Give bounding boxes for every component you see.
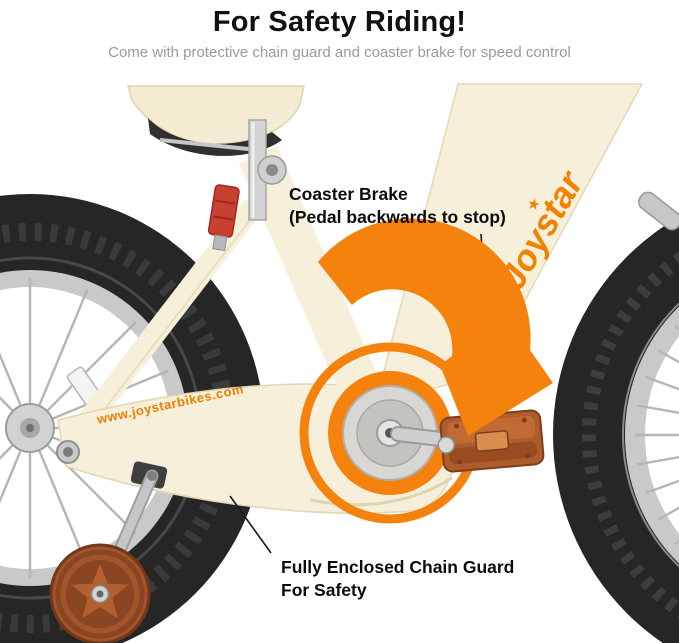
chain-guard-sublabel: For Safety [281,580,367,600]
front-tire-tread [582,251,679,619]
page-title: For Safety Riding! [212,6,467,38]
saddle-rail [159,138,259,152]
front-spokes [635,324,679,546]
chain-guard-label: Fully Enclosed Chain Guard [281,557,515,577]
header: For Safety Riding! Come with protective … [0,6,679,61]
front-wheel [553,191,679,643]
rear-reflector [207,184,240,252]
fender-bracket [638,191,679,231]
coaster-brake-sublabel: (Pedal backwards to stop) [289,207,506,227]
pedal-spindle [437,436,455,454]
pedal-backwards-arrow [318,218,553,436]
training-wheel-assembly [49,461,168,643]
callout-chain-guard: Fully Enclosed Chain Guard For Safety [281,556,514,602]
coaster-brake-label: Coaster Brake [289,184,408,204]
chain-guard-leader-line [229,495,272,554]
callout-coaster-brake: Coaster Brake (Pedal backwards to stop) [289,183,506,229]
page-subtitle: Come with protective chain guard and coa… [108,44,571,61]
front-tire [553,216,679,643]
pedal-reflector [474,430,510,452]
